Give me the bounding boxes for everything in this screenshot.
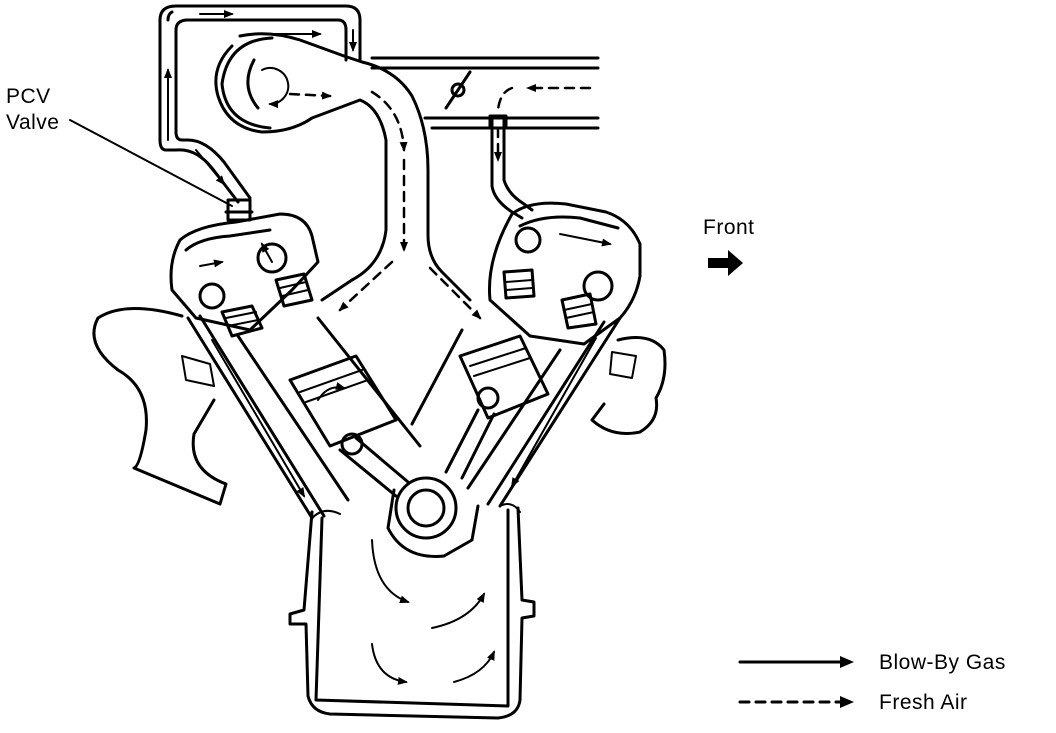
right-piston xyxy=(444,334,550,480)
throttle-valve xyxy=(444,70,472,110)
front-arrow-icon xyxy=(708,250,743,276)
left-piston xyxy=(288,354,410,498)
pcv-label-line2: Valve xyxy=(6,111,60,134)
front-label: Front xyxy=(703,216,755,239)
cylinder-banks xyxy=(186,314,622,520)
oil-pan xyxy=(288,503,536,720)
crankshaft xyxy=(386,476,480,558)
legend-blowby-line-icon xyxy=(738,656,854,668)
right-cylinder-head xyxy=(488,201,642,346)
intake-plenum xyxy=(214,32,482,320)
intake-duct xyxy=(370,56,600,130)
left-exhaust-manifold xyxy=(92,307,228,506)
fresh-air-tube xyxy=(488,114,534,220)
right-exhaust-manifold xyxy=(590,336,667,435)
blowby-pipe xyxy=(158,4,362,204)
legend-blowby-label: Blow-By Gas xyxy=(879,651,1006,674)
pcv-leader-line xyxy=(69,119,233,207)
legend-fresh-air-line-icon xyxy=(738,696,854,708)
pcv-label-line1: PCV xyxy=(6,85,51,108)
legend xyxy=(738,656,854,708)
legend-fresh-air-label: Fresh Air xyxy=(879,691,968,714)
left-cylinder-head xyxy=(169,212,320,338)
